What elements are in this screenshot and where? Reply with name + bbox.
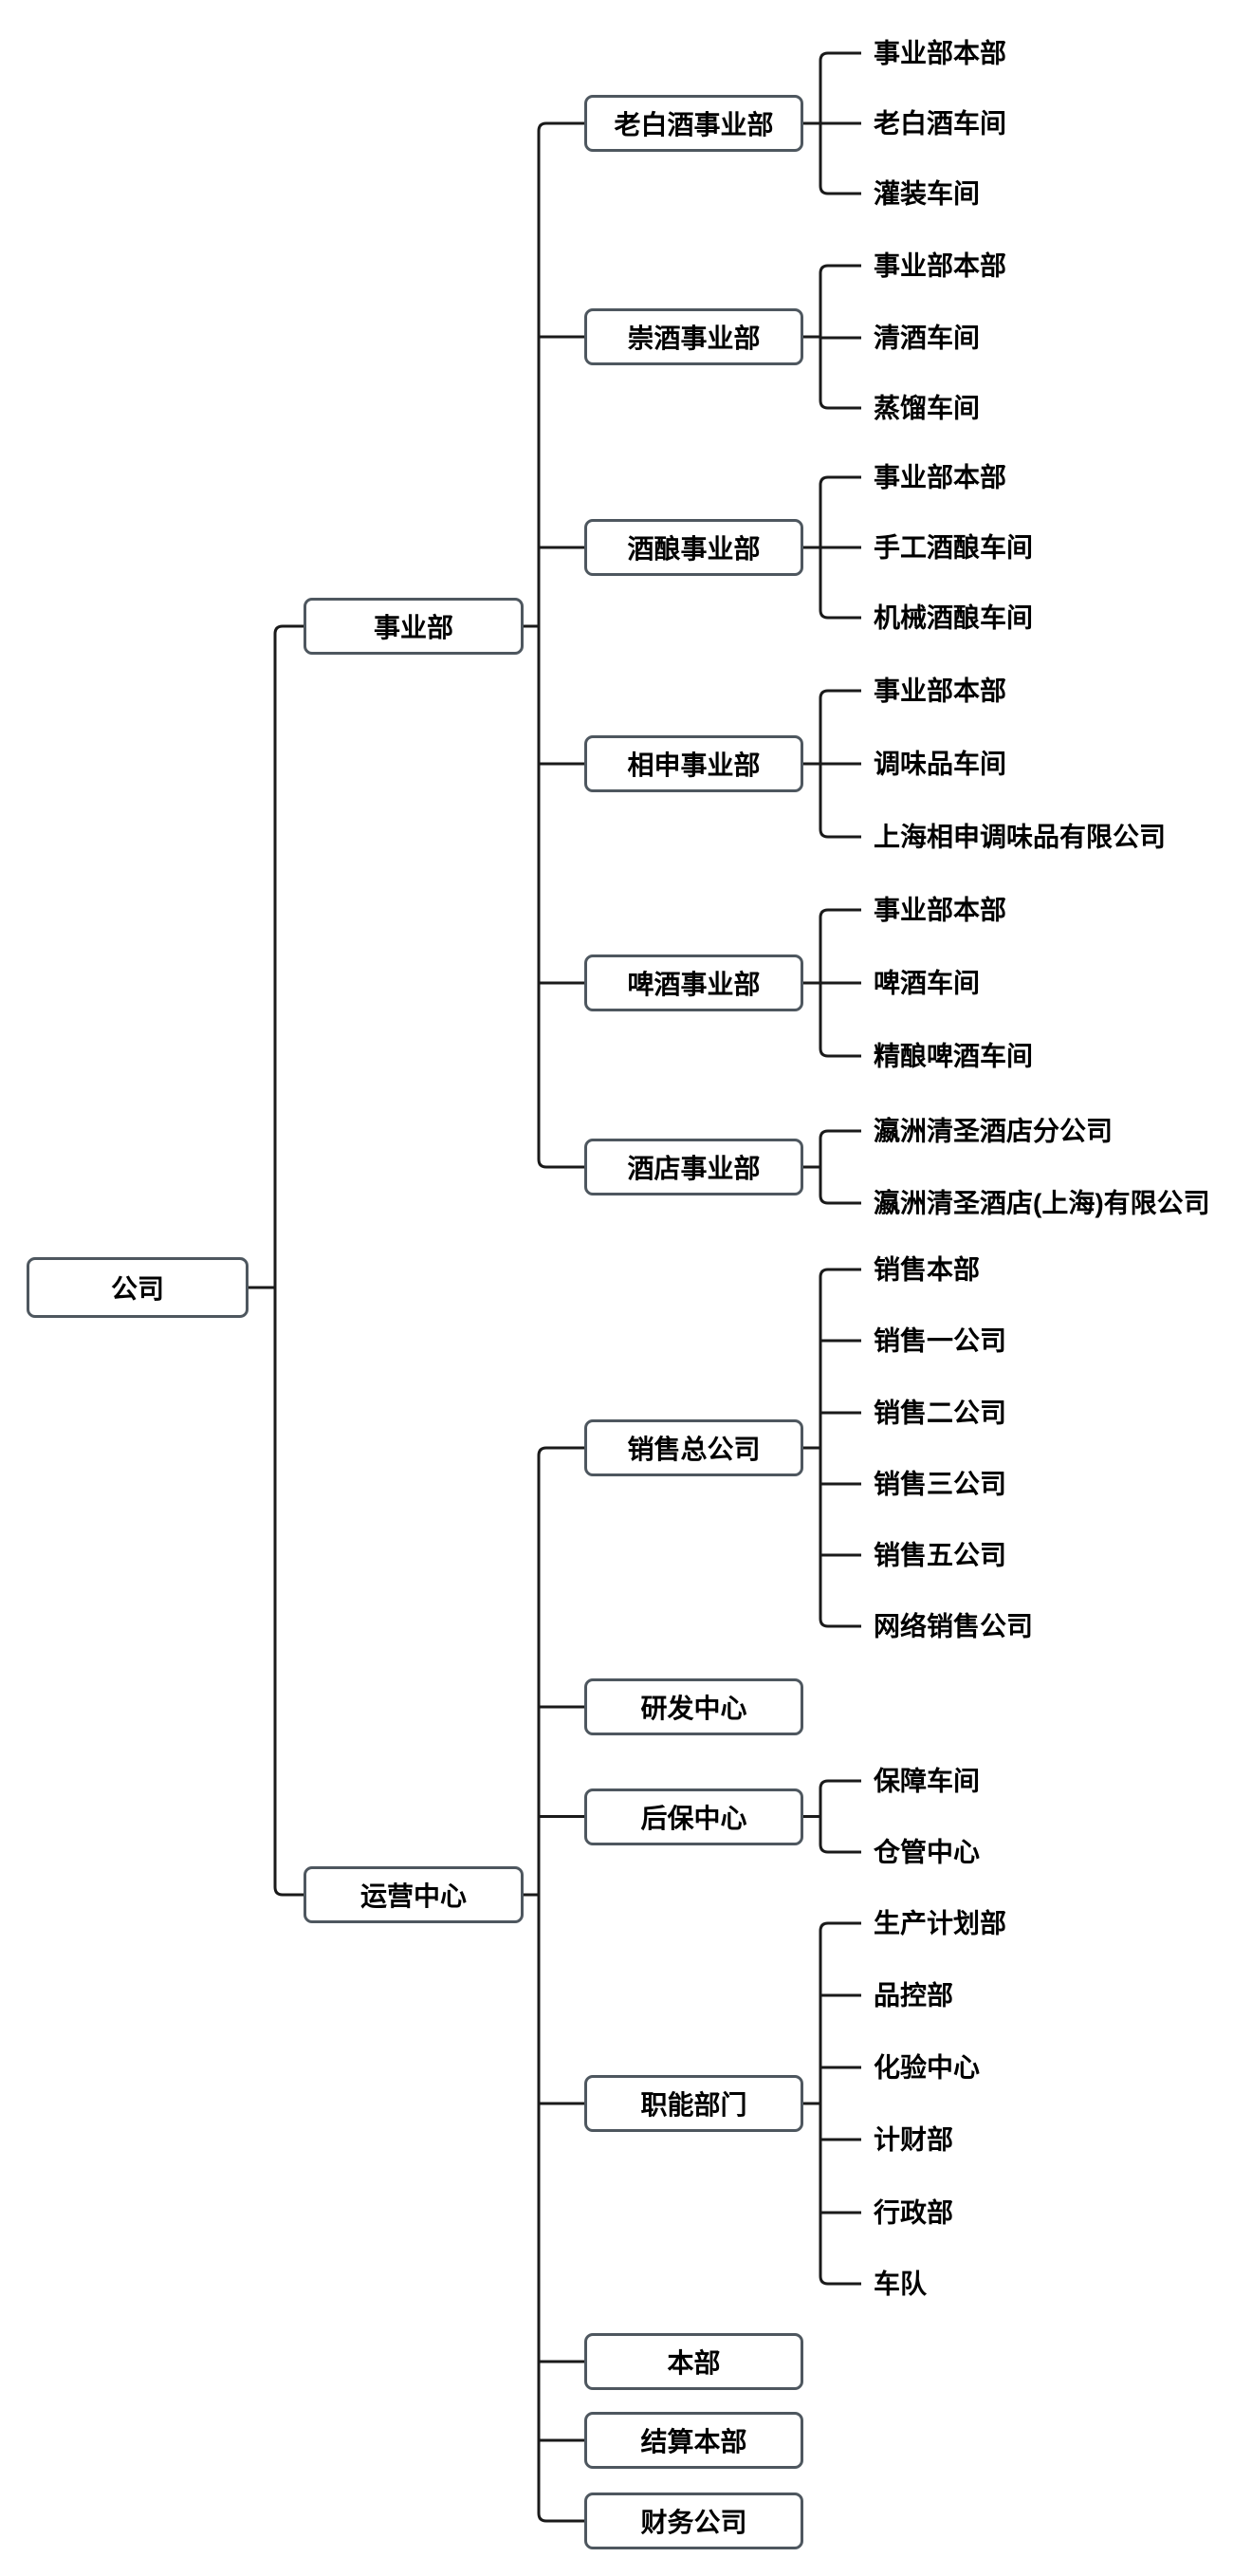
tree-leaf-label: 销售二公司 bbox=[874, 1398, 1007, 1428]
tree-leaf-label: 品控部 bbox=[874, 1980, 954, 2011]
tree-leaf-label: 调味品车间 bbox=[874, 749, 1007, 779]
tree-leaf-label: 仓管中心 bbox=[874, 1837, 981, 1867]
tree-leaf-label: 瀛洲清圣酒店分公司 bbox=[874, 1116, 1114, 1146]
tree-node-box: 财务公司 bbox=[584, 2493, 803, 2549]
tree-node-box: 酒店事业部 bbox=[584, 1139, 803, 1195]
tree-leaf-label: 事业部本部 bbox=[874, 38, 1007, 68]
tree-leaf-label: 计财部 bbox=[874, 2124, 954, 2155]
tree-leaf-label: 机械酒酿车间 bbox=[874, 602, 1034, 633]
tree-node-box: 后保中心 bbox=[584, 1788, 803, 1845]
tree-leaf-label: 瀛洲清圣酒店(上海)有限公司 bbox=[874, 1188, 1210, 1218]
tree-leaf-label: 行政部 bbox=[874, 2197, 954, 2228]
tree-leaf-label: 啤酒车间 bbox=[874, 968, 981, 998]
connector-path bbox=[273, 624, 304, 1897]
tree-leaf-label: 生产计划部 bbox=[874, 1908, 1007, 1938]
tree-node-box: 崇酒事业部 bbox=[584, 308, 803, 365]
tree-leaf-label: 销售三公司 bbox=[874, 1469, 1007, 1499]
tree-node-box: 销售总公司 bbox=[584, 1419, 803, 1476]
tree-node-box: 酒酿事业部 bbox=[584, 519, 803, 576]
tree-leaf-label: 老白酒车间 bbox=[874, 108, 1007, 139]
tree-leaf-label: 事业部本部 bbox=[874, 462, 1007, 492]
tree-node-box: 事业部 bbox=[304, 598, 524, 655]
tree-leaf-label: 化验中心 bbox=[874, 2052, 981, 2083]
tree-leaf-label: 精酿啤酒车间 bbox=[874, 1041, 1034, 1071]
tree-leaf-label: 事业部本部 bbox=[874, 895, 1007, 925]
tree-node-box: 本部 bbox=[584, 2333, 803, 2390]
connector-path bbox=[819, 1921, 861, 2286]
tree-leaf-label: 蒸馏车间 bbox=[874, 393, 981, 423]
tree-leaf-label: 事业部本部 bbox=[874, 250, 1007, 281]
tree-leaf-label: 销售五公司 bbox=[874, 1540, 1007, 1570]
tree-node-box: 相申事业部 bbox=[584, 735, 803, 792]
connector-path bbox=[537, 121, 584, 1169]
connector-path bbox=[819, 1268, 861, 1628]
connector-path bbox=[819, 1129, 861, 1205]
tree-leaf-label: 灌装车间 bbox=[874, 178, 981, 209]
tree-node-box: 运营中心 bbox=[304, 1866, 524, 1923]
tree-leaf-label: 网络销售公司 bbox=[874, 1611, 1034, 1641]
tree-leaf-label: 事业部本部 bbox=[874, 676, 1007, 706]
tree-node-box: 啤酒事业部 bbox=[584, 954, 803, 1011]
tree-node-box: 公司 bbox=[27, 1257, 249, 1318]
tree-node-box: 研发中心 bbox=[584, 1678, 803, 1735]
tree-leaf-label: 销售本部 bbox=[874, 1254, 981, 1285]
tree-leaf-label: 上海相申调味品有限公司 bbox=[874, 822, 1167, 852]
connector-path bbox=[819, 1779, 861, 1854]
connector-path bbox=[537, 1446, 584, 2523]
tree-leaf-label: 车队 bbox=[874, 2269, 928, 2299]
tree-leaf-label: 保障车间 bbox=[874, 1766, 981, 1796]
tree-node-box: 老白酒事业部 bbox=[584, 95, 803, 152]
tree-leaf-label: 手工酒酿车间 bbox=[874, 532, 1034, 563]
tree-node-box: 职能部门 bbox=[584, 2075, 803, 2132]
tree-leaf-label: 销售一公司 bbox=[874, 1325, 1007, 1356]
tree-leaf-label: 清酒车间 bbox=[874, 323, 981, 353]
tree-node-box: 结算本部 bbox=[584, 2412, 803, 2469]
